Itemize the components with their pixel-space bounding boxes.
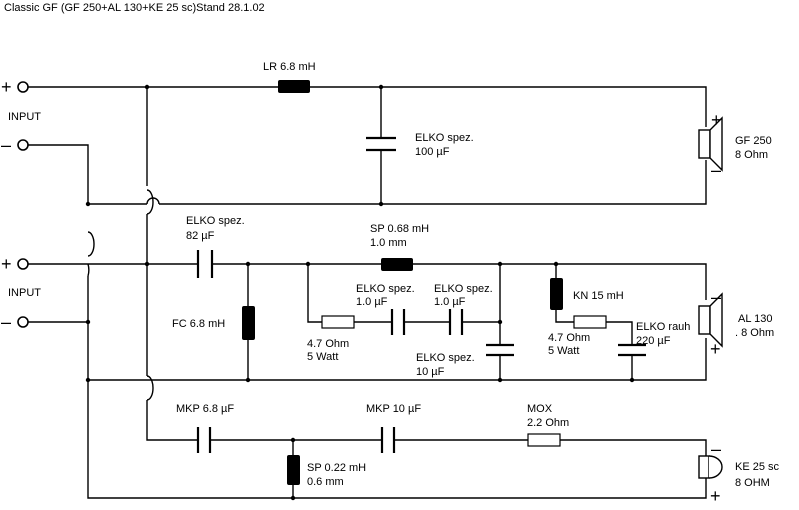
speaker-gf250-label: GF 250 (735, 135, 772, 147)
mid-section: ELKO spez. 82 µF SP 0.68 mH 1.0 mm FC 6.… (172, 215, 774, 378)
speaker-gf250-minus: – (711, 160, 721, 180)
junction-dots (85, 84, 635, 501)
capacitor-bass-label: ELKO spez. (415, 132, 474, 144)
speaker-al130-label: AL 130 (738, 313, 772, 325)
speaker-gf250-plus: + (711, 110, 722, 130)
inductor-sp022-value: 0.6 mm (307, 476, 344, 488)
input-bottom: + INPUT – (1, 254, 41, 332)
resistor-notch-label: 4.7 Ohm (548, 332, 590, 344)
inductor-sp068 (381, 258, 413, 271)
input-bottom-plus-terminal (17, 258, 29, 270)
resistor-mox (527, 433, 561, 447)
junction-dot (290, 495, 296, 501)
capacitor-mid-series (196, 250, 214, 278)
speaker-ke25-label: KE 25 sc (735, 461, 780, 473)
capacitor-zobel-1-label: ELKO spez. (356, 283, 415, 295)
capacitor-zobel-1 (390, 309, 406, 335)
capacitor-zobel-2-value: 1.0 µF (434, 296, 466, 308)
junction-dot (245, 377, 251, 383)
speaker-ke25 (698, 455, 723, 479)
speaker-al130-minus: – (711, 287, 721, 307)
input-top: + INPUT – (1, 77, 41, 155)
speaker-al130 (698, 292, 723, 348)
speaker-gf250 (698, 116, 723, 172)
wiring (28, 86, 707, 499)
inductor-kn-label: KN 15 mH (573, 290, 624, 302)
resistor-zobel-label: 4.7 Ohm (307, 338, 349, 350)
inductor-fc (242, 306, 255, 340)
capacitor-mid-shunt (486, 343, 514, 357)
input-bottom-plus-sign: + (1, 254, 12, 274)
junction-dot (553, 261, 559, 267)
capacitor-mkp-6-8-label: MKP 6.8 µF (176, 403, 234, 415)
capacitor-bass-shunt (366, 136, 396, 152)
input-top-minus-terminal (17, 139, 29, 151)
capacitor-zobel-2-label: ELKO spez. (434, 283, 493, 295)
speaker-gf250-impedance: 8 Ohm (735, 149, 768, 161)
tweeter-section: MKP 6.8 µF MKP 10 µF SP 0.22 mH 0.6 mm M… (176, 403, 780, 506)
input-bottom-minus-terminal (17, 316, 29, 328)
input-top-minus-sign: – (1, 135, 11, 155)
speaker-al130-impedance: . 8 Ohm (735, 327, 774, 339)
capacitor-mid-shunt-label: ELKO spez. (416, 352, 475, 364)
input-bottom-label: INPUT (8, 287, 41, 299)
junction-dot (144, 261, 150, 267)
junction-dot (144, 84, 150, 90)
capacitor-notch (618, 343, 646, 357)
input-bottom-minus-sign: – (1, 312, 11, 332)
resistor-notch-power: 5 Watt (548, 345, 579, 357)
resistor-mox-value: 2.2 Ohm (527, 417, 569, 429)
speaker-ke25-minus: – (711, 439, 721, 459)
capacitor-zobel-1-value: 1.0 µF (356, 296, 388, 308)
capacitor-mkp-10-label: MKP 10 µF (366, 403, 421, 415)
schematic-title: Classic GF (GF 250+AL 130+KE 25 sc)Stand… (4, 2, 265, 14)
bass-section: LR 6.8 mH ELKO spez. 100 µF + – GF 250 8… (263, 61, 772, 180)
junction-dot (629, 377, 635, 383)
resistor-mox-label: MOX (527, 403, 553, 415)
junction-dot (85, 319, 91, 325)
capacitor-notch-value: 220 µF (636, 335, 671, 347)
capacitor-zobel-2 (448, 309, 464, 335)
capacitor-mid-series-label: ELKO spez. (186, 215, 245, 227)
resistor-zobel-power: 5 Watt (307, 351, 338, 363)
speaker-al130-plus: + (710, 339, 721, 359)
junction-dot (85, 201, 91, 207)
resistor-notch (573, 315, 607, 329)
speaker-ke25-impedance: 8 OHM (735, 477, 770, 489)
input-top-plus-sign: + (1, 77, 12, 97)
junction-dot (497, 319, 503, 325)
capacitor-notch-label: ELKO rauh (636, 321, 690, 333)
junction-dot (497, 261, 503, 267)
capacitor-mkp-10 (380, 427, 396, 453)
inductor-lr-label: LR 6.8 mH (263, 61, 316, 73)
inductor-kn (550, 278, 563, 310)
input-top-plus-terminal (17, 81, 29, 93)
inductor-sp068-value: 1.0 mm (370, 237, 407, 249)
speaker-ke25-plus: + (710, 486, 721, 506)
inductor-lr (278, 80, 310, 93)
capacitor-mid-shunt-value: 10 µF (416, 366, 445, 378)
inductor-sp022 (287, 455, 300, 485)
capacitor-mkp-6-8 (196, 427, 212, 453)
junction-dot (85, 377, 91, 383)
input-top-label: INPUT (8, 111, 41, 123)
junction-dot (378, 84, 384, 90)
inductor-sp068-label: SP 0.68 mH (370, 223, 429, 235)
junction-dot (245, 261, 251, 267)
capacitor-mid-series-value: 82 µF (186, 230, 215, 242)
junction-dot (497, 377, 503, 383)
junction-dot (290, 437, 296, 443)
junction-dot (378, 201, 384, 207)
inductor-fc-label: FC 6.8 mH (172, 318, 225, 330)
junction-dot (305, 261, 311, 267)
capacitor-bass-value: 100 µF (415, 146, 450, 158)
resistor-zobel (321, 315, 355, 329)
inductor-sp022-label: SP 0.22 mH (307, 462, 366, 474)
